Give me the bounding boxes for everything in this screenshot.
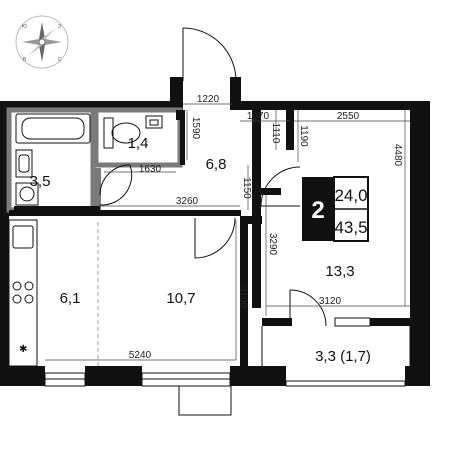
dim-1070: 1070 [247, 111, 270, 122]
compass-label-e: С [58, 57, 62, 63]
compass-label-n: З [58, 24, 61, 30]
badge-total-area: 43,5 [334, 218, 367, 237]
dim-1190: 1190 [298, 125, 309, 147]
dim-1630: 1630 [139, 164, 162, 175]
badge-living-area: 24,0 [334, 186, 367, 205]
area-bathroom: 3,5 [30, 173, 51, 190]
fridge-icon: ✱ [19, 344, 27, 355]
balcony-outline [261, 326, 411, 386]
washing-machine-icon [15, 182, 39, 206]
bathroom-walls [6, 107, 241, 216]
windows [44, 317, 406, 416]
sink-icon [15, 149, 33, 178]
bathtub-icon [15, 113, 91, 144]
area-living-room: 10,7 [166, 290, 195, 307]
compass-label-w: Ю [22, 24, 27, 30]
dim-4480: 4480 [392, 144, 403, 167]
compass-rose-icon: З С В Ю [15, 15, 69, 69]
outer-walls [0, 77, 430, 386]
dim-3290: 3290 [267, 233, 278, 256]
apartment-badge: 2 24,0 43,5 [302, 176, 369, 242]
dim-2550: 2550 [337, 111, 360, 122]
area-kitchen: 6,1 [60, 290, 81, 307]
living-room-door [194, 217, 236, 259]
area-toilet: 1,4 [128, 135, 149, 152]
dim-1150: 1150 [241, 177, 252, 199]
dim-5240: 5240 [129, 350, 152, 361]
dim-1220: 1220 [197, 94, 220, 105]
area-hall: 6,8 [206, 156, 227, 173]
dim-3190: 3190 [237, 286, 248, 309]
badge-room-count: 2 [311, 197, 324, 224]
dimension-lines [45, 103, 410, 361]
dim-1590: 1590 [190, 117, 201, 140]
dim-1110: 1110 [270, 123, 281, 144]
dim-3260: 3260 [176, 196, 199, 207]
compass-label-s: В [23, 57, 27, 63]
entrance-door [182, 27, 237, 82]
balcony-door [289, 289, 327, 327]
stove-icon [12, 281, 34, 304]
area-balcony: 3,3 (1,7) [315, 348, 371, 365]
svg-text:✱: ✱ [19, 344, 27, 355]
kitchen-counter [8, 219, 38, 367]
area-bedroom: 13,3 [325, 263, 354, 280]
bathroom-door [99, 164, 133, 206]
dim-3120: 3120 [319, 296, 342, 307]
interior-walls [176, 110, 294, 366]
bedroom-door [260, 166, 301, 207]
toilet-icon [103, 115, 163, 149]
